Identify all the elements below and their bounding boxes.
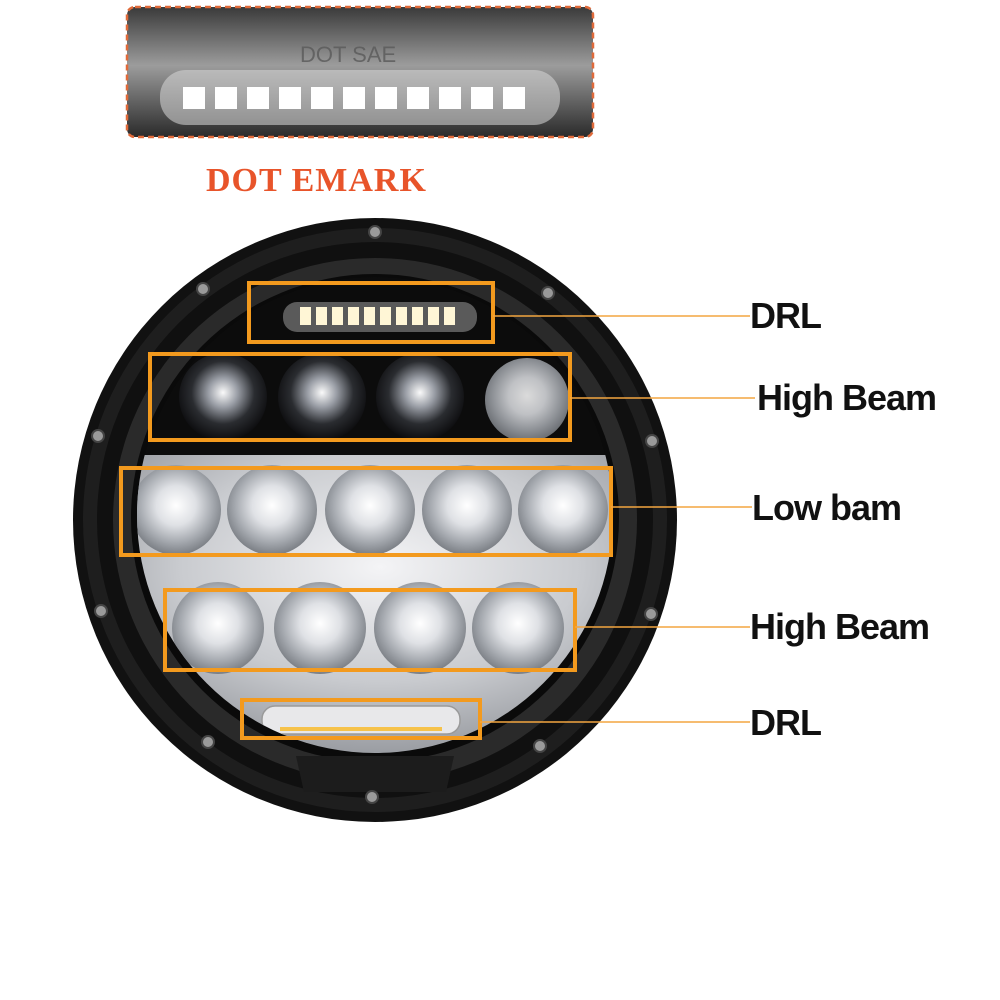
box-drl-bottom — [240, 698, 482, 740]
box-high-beam-bottom — [163, 588, 577, 672]
box-drl-top — [247, 281, 495, 344]
drl-closeup-inset: DOT SAE — [125, 5, 595, 139]
drl-inset-marking: DOT SAE — [300, 42, 396, 67]
drl-top-strip — [283, 302, 477, 332]
high-beam-bottom-projectors — [172, 582, 564, 674]
label-drl-top: DRL — [750, 295, 822, 336]
low-beam-projectors — [137, 465, 608, 555]
box-low-beam — [119, 466, 613, 557]
leader-lines — [480, 315, 755, 723]
drl-bottom-strip — [261, 705, 461, 735]
label-drl-bottom: DRL — [750, 702, 822, 743]
label-low-beam: Low bam — [752, 487, 902, 528]
highlight-boxes — [119, 281, 613, 740]
high-beam-top-projectors — [179, 353, 569, 442]
housing-screws — [91, 225, 659, 804]
label-high-beam-bottom: High Beam — [750, 606, 930, 647]
label-high-beam-top: High Beam — [757, 377, 937, 418]
dot-emark-caption: DOT EMARK — [206, 162, 427, 199]
box-high-beam-top — [148, 352, 572, 442]
